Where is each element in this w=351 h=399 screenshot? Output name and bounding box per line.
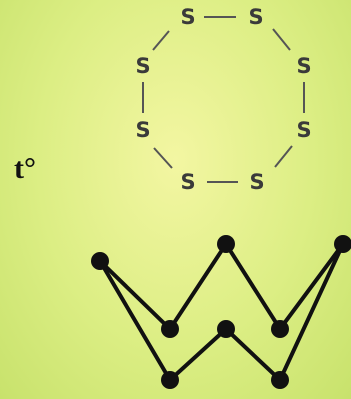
ring-bond: [153, 147, 173, 169]
ring-bond: [152, 30, 170, 51]
cyclooctasulfur-ring: S S S S S S S S: [135, 5, 311, 194]
ring-bond: [272, 28, 291, 51]
sulfur-atom: S: [296, 118, 311, 142]
ring-bonds: [142, 16, 305, 183]
ring-atoms: S S S S S S S S: [135, 5, 311, 194]
crown-node: [161, 320, 179, 338]
crown-node: [334, 235, 351, 253]
crown-node: [91, 252, 109, 270]
crown-shaped-ring-structure: [91, 235, 351, 389]
ring-bond: [274, 145, 293, 168]
crown-bonds: [98, 240, 345, 384]
sulfur-atom: S: [248, 5, 263, 29]
crown-upper-zigzag: [98, 240, 345, 333]
sulfur-atom: S: [180, 5, 195, 29]
crown-node: [217, 320, 235, 338]
sulfur-atom: S: [135, 118, 150, 142]
crown-node: [271, 371, 289, 389]
sulfur-atom: S: [180, 170, 195, 194]
crown-nodes: [91, 235, 351, 389]
crown-node: [271, 320, 289, 338]
temperature-condition-label: t°: [14, 152, 36, 185]
sulfur-atom: S: [249, 170, 264, 194]
crown-node: [161, 371, 179, 389]
sulfur-atom: S: [135, 54, 150, 78]
crown-lower-zigzag: [98, 242, 345, 384]
crown-node: [217, 235, 235, 253]
sulfur-atom: S: [296, 54, 311, 78]
